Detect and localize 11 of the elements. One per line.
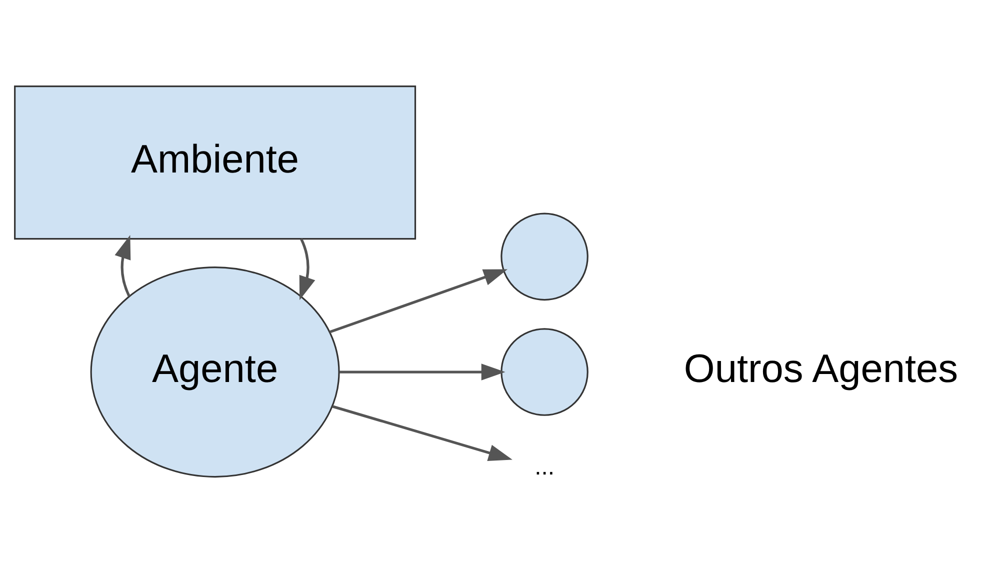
node-ellipse: Agente — [90, 266, 340, 478]
node-text: ... — [534, 454, 554, 481]
arrow — [338, 364, 505, 380]
node-box: Ambiente — [14, 86, 416, 240]
arrow — [328, 269, 508, 334]
arrow — [114, 235, 130, 297]
arrow — [332, 405, 512, 461]
arrow — [298, 238, 315, 300]
label: Outros Agentes — [683, 346, 958, 391]
node-circle — [500, 328, 588, 416]
node-circle — [500, 212, 588, 301]
